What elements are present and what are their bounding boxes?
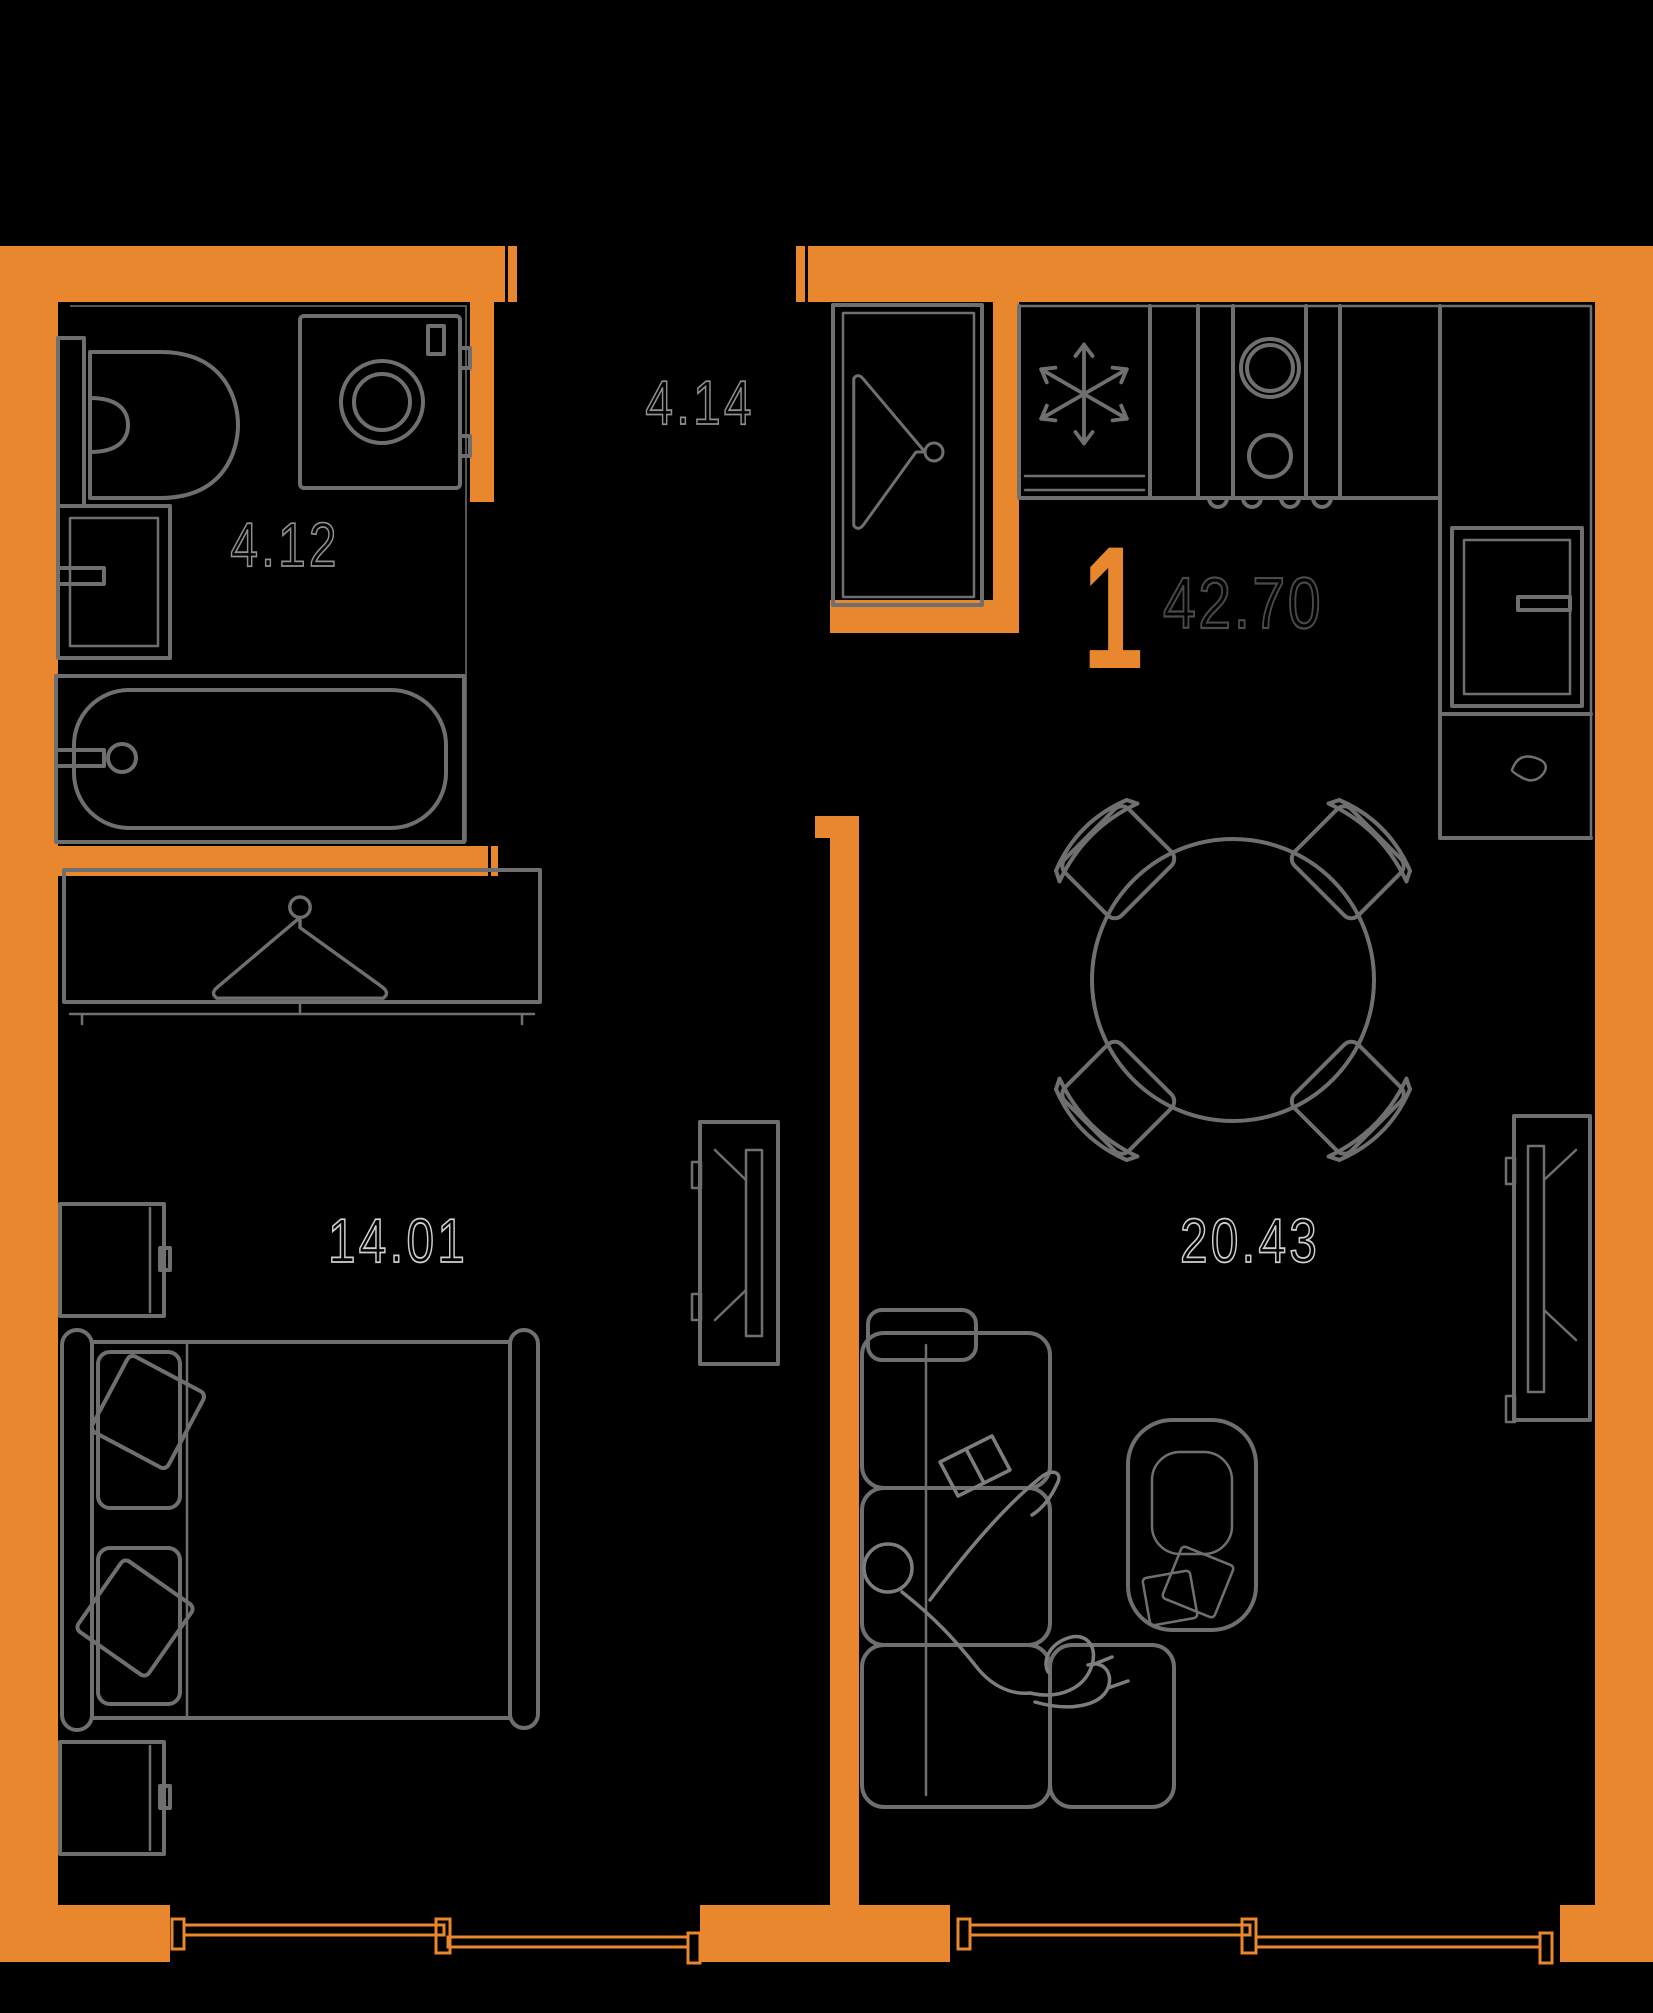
pillow (75, 1546, 195, 1706)
fridge (1023, 345, 1146, 492)
person-figure (862, 1434, 1130, 1709)
bed (60, 1328, 540, 1732)
wall-jamb (491, 846, 498, 876)
sink (56, 504, 172, 660)
entry-closet (831, 303, 984, 607)
living-window (956, 1917, 1554, 1965)
bathtub (54, 674, 466, 844)
wall-right (1595, 246, 1653, 1962)
bedroom: 14.01 (58, 868, 780, 1856)
snowflake-icon (1037, 345, 1131, 444)
living-room: 20.43 (860, 1114, 1592, 1809)
tv-stand (690, 1120, 780, 1366)
wall-bottom-pier-right (1560, 1905, 1653, 1962)
wall-top-right (808, 246, 1653, 302)
toilet (56, 336, 240, 508)
kitchen-counter (1017, 304, 1593, 840)
hallway: 4.14 (645, 303, 984, 607)
chair (1045, 789, 1185, 929)
chair (1281, 789, 1421, 929)
kitchen-sink-cabinet (1450, 526, 1584, 782)
living-area-label: 20.43 (1180, 1206, 1320, 1276)
stove (1207, 337, 1333, 509)
hanger-icon (852, 374, 945, 530)
wall-bath-partition (470, 302, 494, 502)
chair (1045, 1031, 1185, 1171)
walls (0, 246, 1653, 1962)
kitchen (1017, 304, 1593, 840)
pillow (89, 1350, 207, 1510)
bathroom-area-label: 4.12 (230, 510, 339, 580)
wall-bottom-pier-middle (700, 1905, 950, 1962)
apartment-summary: 1 42.70 (1083, 509, 1323, 705)
book (938, 1434, 1012, 1498)
chair (1281, 1031, 1421, 1171)
bedroom-area-label: 14.01 (328, 1206, 468, 1276)
bathroom-inner-wall (70, 305, 467, 842)
washing-machine (298, 314, 472, 490)
dining-table (1090, 837, 1376, 1123)
nightstand (58, 1202, 172, 1318)
bathroom: 4.12 (54, 305, 472, 844)
nightstand (58, 1740, 172, 1856)
tv-stand (1504, 1114, 1592, 1424)
apartment-number: 1 (1083, 509, 1143, 705)
wall-top-left (0, 246, 505, 302)
windows (170, 1917, 1554, 1965)
wall-kitchen-partition (993, 302, 1019, 622)
wall-bottom-pier-left (0, 1905, 170, 1962)
wall-central (830, 816, 859, 1905)
hallway-area-label: 4.14 (645, 368, 754, 438)
wall-jamb (508, 246, 517, 302)
wall-left (0, 246, 58, 1962)
bedroom-window (170, 1917, 702, 1965)
coffee-table (1126, 1418, 1258, 1632)
wardrobe (62, 868, 542, 1026)
hanger-icon (211, 895, 389, 1000)
total-area: 42.70 (1163, 562, 1323, 643)
dining-area (1045, 789, 1420, 1170)
wall-jamb (796, 246, 805, 302)
